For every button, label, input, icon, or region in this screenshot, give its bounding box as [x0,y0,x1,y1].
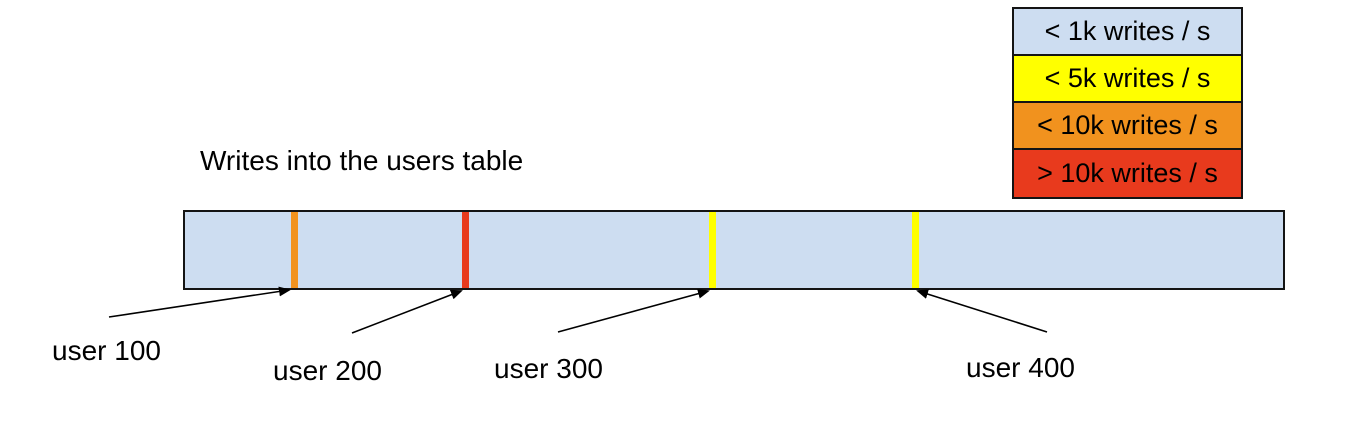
legend-row-over-10k: > 10k writes / s [1014,150,1241,197]
write-rate-legend: < 1k writes / s < 5k writes / s < 10k wr… [1012,7,1243,199]
hotspot-stripe-user-300 [709,212,716,288]
arrow-user-200 [351,289,463,334]
hotspot-stripe-user-400 [912,212,919,288]
user-200-label: user 200 [273,355,382,386]
arrow-user-100 [108,286,291,318]
diagram-title: Writes into the users table [200,145,524,176]
hotspot-stripe-user-200 [462,212,469,288]
hotspot-stripe-user-100 [291,212,298,288]
arrow-user-300 [557,288,710,333]
user-100-label: user 100 [52,335,161,366]
legend-row-under-5k: < 5k writes / s [1014,56,1241,103]
arrow-user-400 [916,289,1048,333]
legend-row-under-10k: < 10k writes / s [1014,103,1241,150]
users-table-bar [183,210,1285,290]
user-300-label: user 300 [494,353,603,384]
user-400-label: user 400 [966,352,1075,383]
legend-row-under-1k: < 1k writes / s [1014,9,1241,56]
